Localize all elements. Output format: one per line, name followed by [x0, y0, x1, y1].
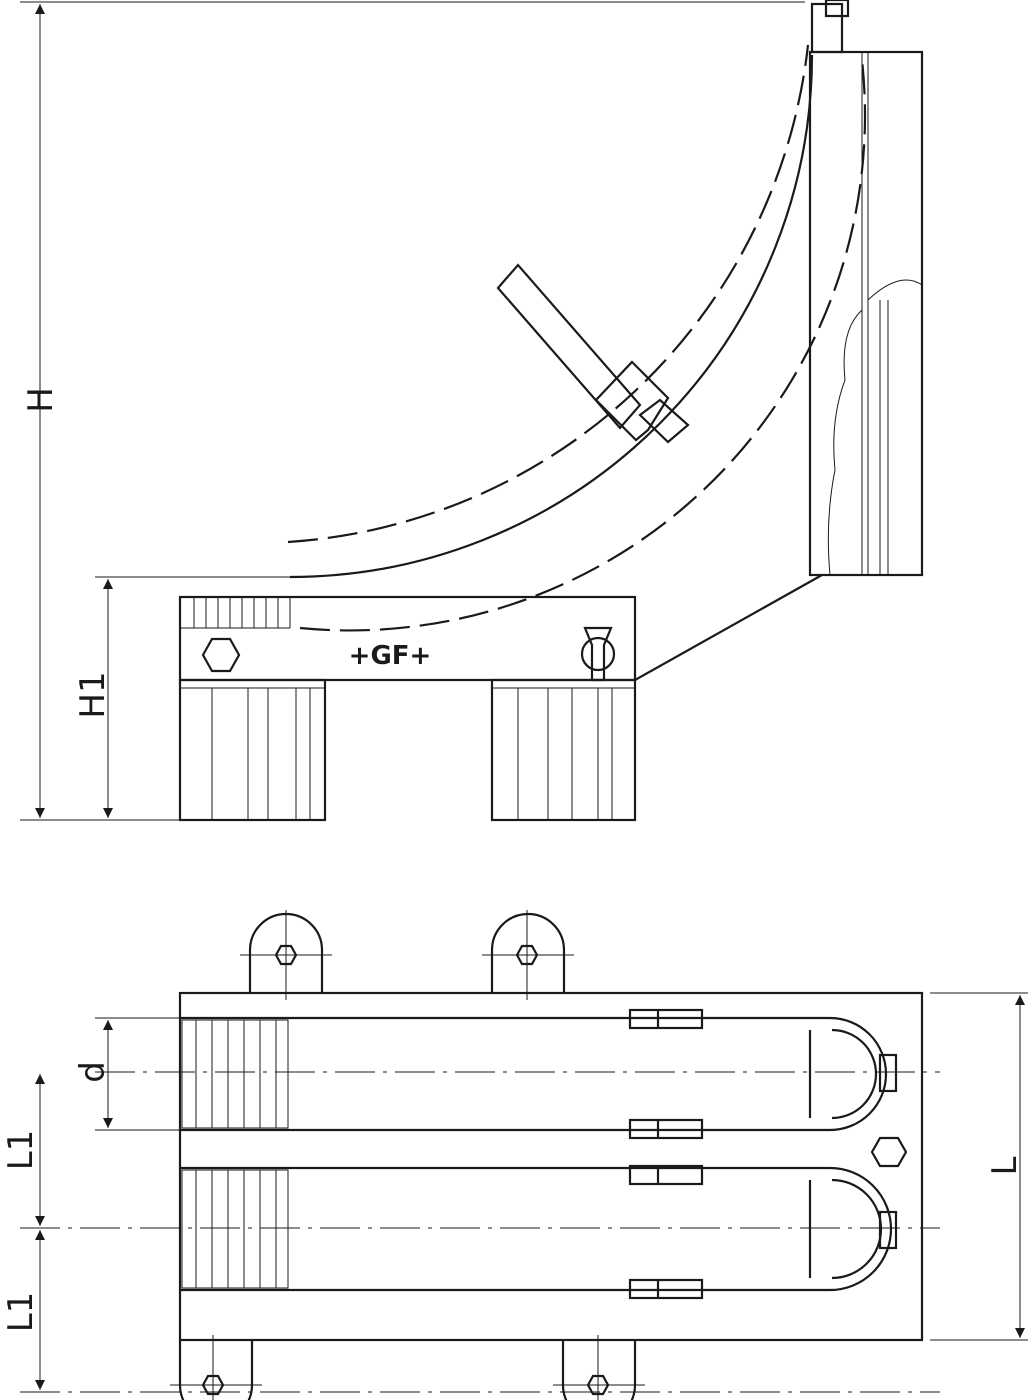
dimension-h1-label: H1 [73, 671, 113, 718]
elbow-outer [289, 54, 814, 579]
clamp-handle [496, 263, 690, 444]
foot-right [490, 678, 637, 822]
mounting-lugs [178, 912, 637, 1400]
pipe-lower [180, 1166, 893, 1292]
base-plate [178, 991, 924, 1342]
dimension-h-label: H [21, 387, 61, 413]
base-block [178, 595, 637, 682]
foot-left [178, 678, 327, 822]
pipe-upper [180, 1016, 888, 1132]
side-view: H H1 [20, 0, 924, 822]
hex-bolt-icon [201, 637, 241, 673]
top-view: d L1 L1 L [1, 910, 1028, 1400]
pipe-socket [808, 50, 924, 577]
dimension-l-label: L [985, 1156, 1025, 1175]
gf-logo: +GF+ [349, 641, 432, 671]
dimension-l1-lower-label: L1 [1, 1292, 41, 1333]
dimension-l1-upper-label: L1 [1, 1130, 41, 1171]
dimension-d-label: d [73, 1061, 113, 1083]
